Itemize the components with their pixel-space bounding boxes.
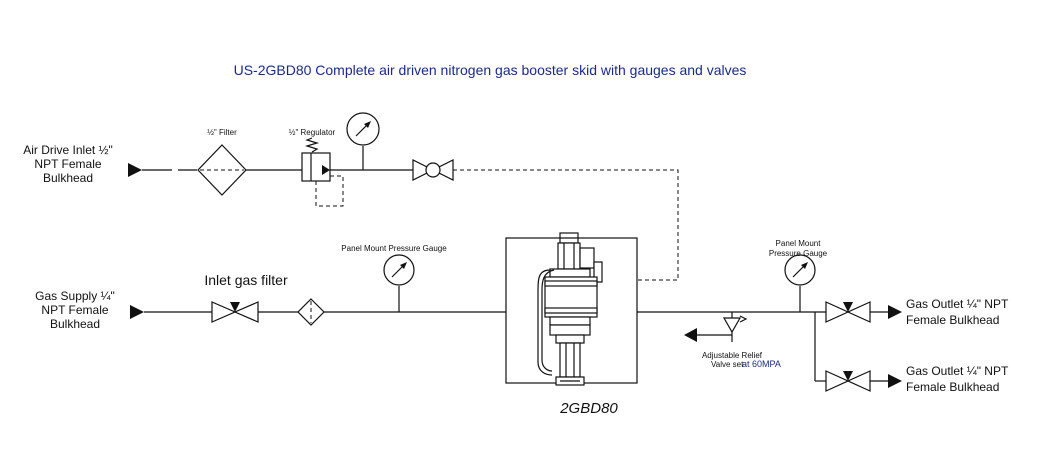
outlet-2-needle-valve-icon — [825, 370, 871, 392]
gas-supply-label-line3: Bulkhead — [50, 317, 100, 331]
air-inlet-label-line1: Air Drive Inlet ½" — [23, 143, 113, 157]
regulator-label: ½" Regulator — [289, 128, 336, 137]
outlet-1-needle-valve-icon — [825, 301, 871, 323]
gas-supply-label-line2: NPT Female — [41, 303, 108, 317]
outlet-1-label-line2: Female Bulkhead — [906, 313, 999, 327]
inlet-gauge-label: Panel Mount Pressure Gauge — [341, 244, 447, 253]
outlet-gauge-label-line1: Panel Mount — [776, 239, 822, 248]
diagram-title: US-2GBD80 Complete air driven nitrogen g… — [234, 62, 747, 78]
relief-valve-label-line1: Adjustable Relief — [702, 351, 763, 360]
inlet-needle-valve-icon — [211, 301, 259, 323]
air-filter-label: ½" Filter — [207, 128, 237, 137]
air-drive-inlet-label: Air Drive Inlet ½" NPT Female Bulkhead — [23, 143, 113, 185]
outlet-2-label-line2: Female Bulkhead — [906, 380, 999, 394]
relief-valve-label-line2: Valve set — [711, 360, 744, 369]
outlet-1-arrow-icon — [888, 305, 902, 319]
air-filter-icon — [197, 144, 247, 196]
outlet-gauge-label-line2: Pressure Gauge — [769, 249, 828, 258]
air-inlet-label-line2: NPT Female — [34, 157, 101, 171]
outlet-2-arrow-icon — [888, 374, 902, 388]
relief-valve-setting: at 60MPA — [742, 359, 781, 369]
air-ball-valve-icon — [412, 159, 454, 181]
inlet-panel-pressure-gauge-icon — [383, 254, 415, 312]
inlet-gas-filter-label: Inlet gas filter — [204, 272, 288, 288]
outlet-1-label-line1: Gas Outlet ¼" NPT — [906, 297, 1009, 311]
outlet-panel-pressure-gauge-icon — [784, 254, 816, 312]
air-inlet-arrow-icon — [128, 163, 142, 177]
air-pressure-gauge-icon — [346, 112, 380, 170]
booster-pump-label: 2GBD80 — [559, 400, 618, 417]
adjustable-relief-valve-icon — [684, 312, 748, 342]
outlet-2-label-line1: Gas Outlet ¼" NPT — [906, 364, 1009, 378]
gas-supply-label-line1: Gas Supply ¼" — [35, 289, 115, 303]
gas-supply-arrow-icon — [130, 305, 144, 319]
gas-booster-pump-icon — [537, 232, 603, 386]
air-regulator-icon — [301, 137, 344, 207]
air-pilot-line — [453, 169, 679, 281]
inlet-gas-filter-icon — [297, 298, 325, 326]
relief-valve-label: Adjustable Relief Valve set at 60MPA — [702, 351, 781, 369]
air-inlet-label-line3: Bulkhead — [43, 171, 93, 185]
gas-supply-label: Gas Supply ¼" NPT Female Bulkhead — [35, 289, 115, 331]
